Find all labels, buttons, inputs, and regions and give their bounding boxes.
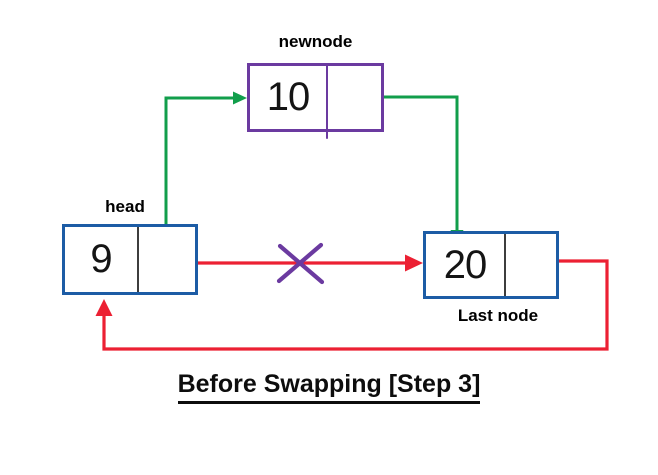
head-value: 9	[90, 237, 112, 281]
arrow-head-to-lastnode-crossed	[180, 254, 423, 272]
newnode-pointer-cell	[328, 66, 381, 129]
lastnode-data-cell: 20	[426, 234, 506, 296]
newnode-label: newnode	[278, 32, 353, 51]
caption-row: Before Swapping [Step 3]	[0, 370, 658, 404]
head-pointer-cell	[139, 227, 195, 292]
node-lastnode: 20	[423, 231, 559, 299]
head-label: head	[105, 197, 145, 216]
diagram-title: Before Swapping [Step 3]	[177, 370, 481, 404]
head-data-cell: 9	[65, 227, 139, 292]
newnode-value: 10	[266, 75, 310, 119]
cross-out-icon	[276, 242, 325, 285]
newnode-data-cell: 10	[250, 66, 328, 129]
arrow-newnode-to-lastnode	[375, 95, 464, 244]
lastnode-value: 20	[443, 242, 487, 287]
node-head: 9	[62, 224, 198, 295]
arrow-head-to-newnode	[164, 91, 247, 243]
lastnode-pointer-cell	[506, 234, 556, 296]
node-newnode: 10	[247, 63, 384, 132]
lastnode-label: Last node	[457, 306, 539, 325]
